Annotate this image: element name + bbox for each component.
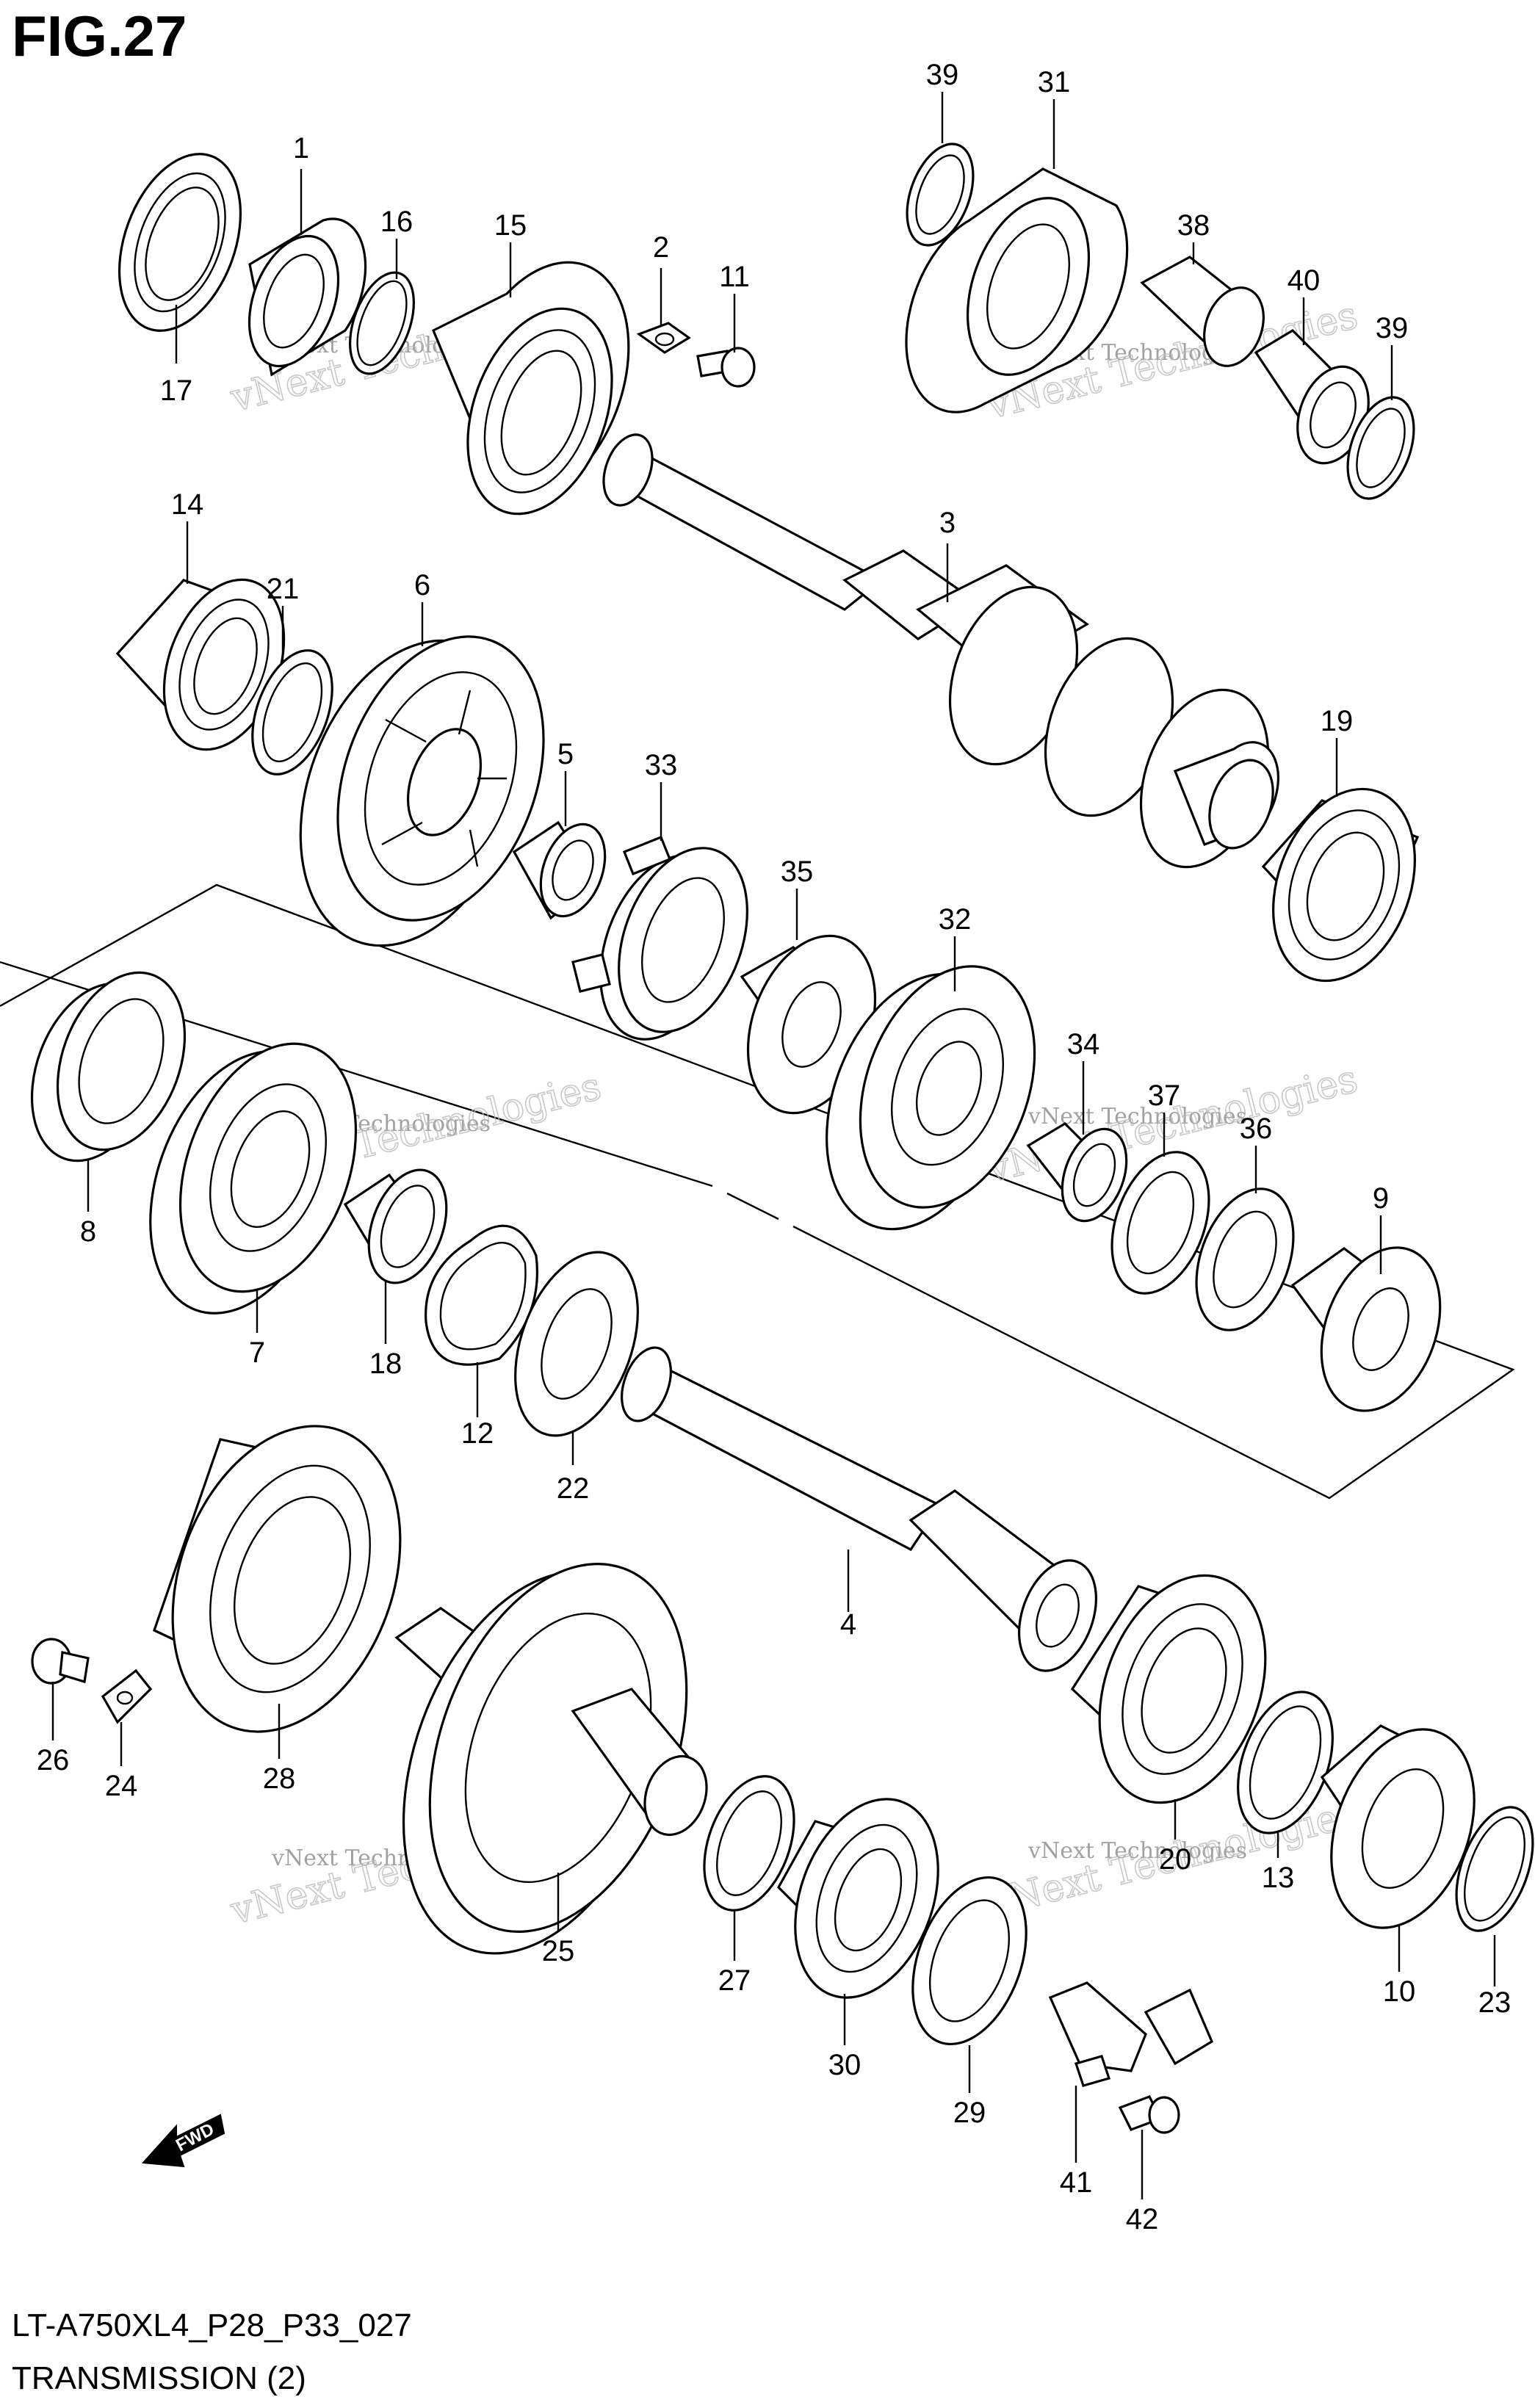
callout-32: 32 xyxy=(939,903,972,936)
watermark-text: vNext Technologies xyxy=(1027,1838,1247,1864)
part-4-driveshaft xyxy=(621,1346,1098,1672)
callout-39: 39 xyxy=(926,59,959,91)
callout-28: 28 xyxy=(263,1762,296,1795)
callout-25: 25 xyxy=(542,1935,575,1967)
part-18-bushing xyxy=(343,1168,448,1284)
part-17-oil-seal xyxy=(118,153,242,332)
part-36-washer xyxy=(1195,1187,1295,1331)
part-37-lock-washer xyxy=(1110,1151,1210,1295)
callout-18: 18 xyxy=(369,1348,402,1380)
callout-9: 9 xyxy=(1373,1182,1389,1215)
callout-24: 24 xyxy=(105,1770,138,1802)
part-34-bushing xyxy=(1026,1121,1128,1223)
part-29-oil-seal xyxy=(911,1876,1027,2046)
fwd-arrow-icon: FWD xyxy=(141,2114,225,2168)
part-31-gear xyxy=(905,167,1129,413)
part-8-sleeve xyxy=(30,971,187,1163)
part-30-bearing xyxy=(777,1798,939,1999)
callout-35: 35 xyxy=(781,856,814,888)
part-1-bearing xyxy=(248,217,367,377)
part-11-screw xyxy=(696,347,756,388)
callout-39-second: 39 xyxy=(1376,312,1409,344)
callout-6: 6 xyxy=(414,569,430,601)
callout-7: 7 xyxy=(249,1337,265,1369)
part-39-washer-2 xyxy=(1346,396,1415,500)
figure-name: TRANSMISSION (2) xyxy=(12,2360,306,2396)
fwd-label: FWD xyxy=(173,2119,217,2155)
part-40-needle-bearing xyxy=(1254,328,1370,465)
callout-17: 17 xyxy=(160,375,193,407)
part-26-bolt xyxy=(31,1638,90,1685)
callout-12: 12 xyxy=(461,1417,494,1450)
callout-30: 30 xyxy=(828,2049,862,2081)
callout-38: 38 xyxy=(1177,209,1210,242)
callout-15: 15 xyxy=(494,209,527,242)
callout-21: 21 xyxy=(267,573,300,605)
figure-code: LT-A750XL4_P28_P33_027 xyxy=(12,2307,412,2343)
part-23-circlip xyxy=(1455,1806,1534,1932)
callout-23: 23 xyxy=(1478,1986,1511,2019)
figure-title: FIG.27 xyxy=(12,4,187,68)
part-27-snap-ring xyxy=(703,1775,795,1912)
part-19-bearing xyxy=(1261,787,1420,983)
part-28-bearing xyxy=(153,1425,402,1733)
callout-2: 2 xyxy=(653,231,669,264)
callout-20: 20 xyxy=(1159,1843,1192,1876)
callout-4: 4 xyxy=(840,1608,856,1641)
part-12-circlip xyxy=(425,1224,539,1366)
part-22-washer xyxy=(514,1251,639,1437)
callout-14: 14 xyxy=(171,488,204,521)
callout-5: 5 xyxy=(557,738,574,770)
callout-42: 42 xyxy=(1126,2203,1159,2235)
callout-27: 27 xyxy=(718,1964,751,1997)
part-6-gear xyxy=(299,635,545,947)
callout-41: 41 xyxy=(1060,2166,1093,2199)
part-10-gear xyxy=(1320,1724,1476,1929)
part-13-washer xyxy=(1237,1691,1334,1834)
part-2-washer xyxy=(636,322,691,354)
callout-10: 10 xyxy=(1383,1975,1416,2008)
callout-8: 8 xyxy=(80,1215,96,1248)
part-9-gear xyxy=(1290,1246,1442,1412)
part-25-gear xyxy=(394,1563,708,1955)
part-15-bearing xyxy=(431,261,630,516)
callout-33: 33 xyxy=(645,749,678,781)
callout-37: 37 xyxy=(1148,1080,1181,1112)
part-42-bolt xyxy=(1118,2094,1180,2134)
callout-22: 22 xyxy=(557,1472,590,1505)
leader-lines xyxy=(51,92,1496,2199)
part-41-speed-sensor xyxy=(1048,1981,1214,2087)
part-5-bushing xyxy=(512,820,607,920)
part-16-snap-ring xyxy=(349,271,415,375)
part-32-gear xyxy=(826,965,1036,1231)
part-20-bearing xyxy=(1070,1574,1267,1804)
part-3-countershaft xyxy=(602,433,1279,869)
callout-13: 13 xyxy=(1262,1862,1295,1894)
callout-19: 19 xyxy=(1321,705,1354,737)
callout-29: 29 xyxy=(953,2097,986,2129)
callout-36: 36 xyxy=(1240,1113,1273,1145)
part-33-hub xyxy=(571,835,748,1041)
part-7-gear xyxy=(149,1042,358,1315)
part-38-bushing xyxy=(1140,256,1265,367)
part-14-bearing xyxy=(115,578,286,751)
callout-31: 31 xyxy=(1038,66,1071,98)
callout-11: 11 xyxy=(719,261,750,293)
part-39-washer xyxy=(906,142,975,247)
part-21-washer xyxy=(251,649,333,775)
callout-34: 34 xyxy=(1067,1028,1100,1060)
callout-3: 3 xyxy=(939,507,956,539)
callout-16: 16 xyxy=(380,206,413,238)
callout-1: 1 xyxy=(293,132,309,164)
callout-labels: 1 2 3 4 5 6 7 8 9 10 11 12 13 14 15 16 1… xyxy=(37,59,1511,2235)
callout-40: 40 xyxy=(1287,264,1321,297)
callout-26: 26 xyxy=(37,1744,70,1776)
part-24-washer xyxy=(101,1668,153,1724)
